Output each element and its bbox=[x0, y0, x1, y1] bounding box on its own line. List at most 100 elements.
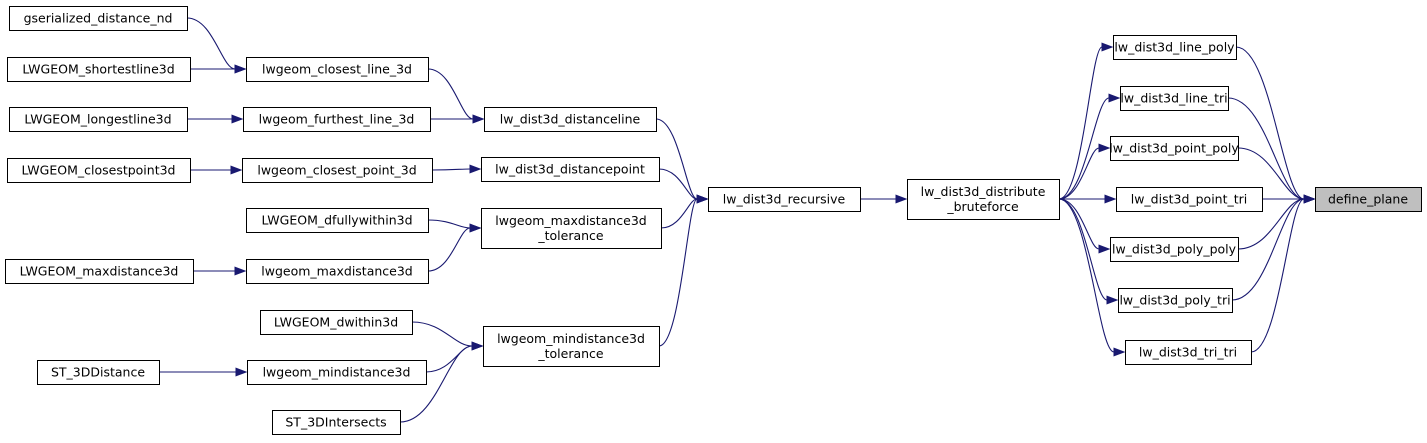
node-box bbox=[1120, 86, 1229, 111]
arrowhead-furthest_line_3d-to-distanceline bbox=[472, 114, 485, 124]
node-label: lwgeom_maxdistance3d bbox=[261, 264, 412, 279]
node-label: lw_dist3d_tri_tri bbox=[1139, 345, 1237, 360]
edge-lwgeom_mindistance3d-to-mindistance3d_tolerance bbox=[425, 345, 473, 373]
node-shortestline3d[interactable]: LWGEOM_shortestline3d bbox=[7, 57, 191, 82]
node-line_tri[interactable]: lw_dist3d_line_tri bbox=[1120, 86, 1229, 111]
node-label: LWGEOM_closestpoint3d bbox=[21, 163, 175, 178]
node-label: LWGEOM_shortestline3d bbox=[22, 62, 174, 77]
edge-dwithin3d-to-mindistance3d_tolerance bbox=[411, 321, 473, 347]
node-gserialized_distance_nd[interactable]: gserialized_distance_nd bbox=[9, 6, 188, 31]
node-label: _bruteforce bbox=[946, 199, 1019, 214]
node-dfullywithin3d[interactable]: LWGEOM_dfullywithin3d bbox=[246, 208, 429, 233]
node-st_3ddistance[interactable]: ST_3DDistance bbox=[37, 360, 160, 385]
edge-line_poly-to-define_plane bbox=[1235, 46, 1305, 200]
node-label: LWGEOM_dfullywithin3d bbox=[261, 213, 412, 228]
node-tri_tri[interactable]: lw_dist3d_tri_tri bbox=[1125, 340, 1252, 365]
node-box bbox=[246, 208, 429, 233]
node-box bbox=[7, 158, 191, 183]
node-label: lwgeom_closest_line_3d bbox=[262, 62, 412, 77]
node-box bbox=[7, 57, 191, 82]
node-box bbox=[481, 208, 662, 249]
node-box bbox=[484, 107, 657, 132]
node-label: lwgeom_furthest_line_3d bbox=[259, 112, 415, 127]
edges-layer bbox=[159, 17, 1316, 423]
node-box bbox=[1110, 136, 1239, 161]
node-dwithin3d[interactable]: LWGEOM_dwithin3d bbox=[260, 310, 413, 335]
node-label: _tolerance bbox=[537, 228, 604, 243]
edge-lwgeom_maxdistance3d-to-maxdistance3d_tolerance bbox=[427, 227, 471, 272]
node-lwgeom_maxdistance3d[interactable]: lwgeom_maxdistance3d bbox=[246, 259, 429, 284]
arrowhead-st_3ddistance-to-lwgeom_mindistance3d bbox=[235, 367, 248, 377]
node-label: LWGEOM_dwithin3d bbox=[274, 315, 398, 330]
node-distanceline[interactable]: lw_dist3d_distanceline bbox=[484, 107, 657, 132]
node-label: ST_3DIntersects bbox=[285, 415, 386, 430]
node-label: define_plane bbox=[1328, 192, 1408, 207]
node-label: lw_dist3d_recursive bbox=[723, 192, 846, 207]
node-label: lw_dist3d_distancepoint bbox=[495, 162, 645, 177]
node-recursive[interactable]: lw_dist3d_recursive bbox=[708, 187, 861, 212]
edge-poly_poly-to-define_plane bbox=[1237, 198, 1305, 250]
arrowhead-distribute_bruteforce-to-point_poly bbox=[1098, 143, 1111, 153]
node-box bbox=[1315, 187, 1422, 212]
node-closest_line_3d[interactable]: lwgeom_closest_line_3d bbox=[246, 57, 429, 82]
edge-gserialized_distance_nd-to-closest_line_3d bbox=[186, 17, 236, 70]
node-lwgeom_mindistance3d[interactable]: lwgeom_mindistance3d bbox=[247, 360, 427, 385]
edge-closest_line_3d-to-distanceline bbox=[427, 68, 474, 120]
node-box bbox=[481, 157, 660, 182]
node-box bbox=[243, 107, 431, 132]
edge-distribute_bruteforce-to-line_poly bbox=[1058, 46, 1103, 200]
node-distribute_bruteforce[interactable]: lw_dist3d_distribute_bruteforce bbox=[907, 179, 1060, 220]
node-box bbox=[1118, 288, 1233, 313]
arrowhead-longestline3d-to-furthest_line_3d bbox=[231, 114, 244, 124]
arrowhead-shortestline3d-to-closest_line_3d bbox=[234, 64, 247, 74]
node-point_poly[interactable]: lw_dist3d_point_poly bbox=[1109, 136, 1239, 161]
node-line_poly[interactable]: lw_dist3d_line_poly bbox=[1113, 35, 1237, 60]
edge-distancepoint-to-recursive bbox=[658, 168, 698, 200]
node-longestline3d[interactable]: LWGEOM_longestline3d bbox=[9, 107, 188, 132]
arrowhead-closest_point_3d-to-distancepoint bbox=[469, 164, 482, 174]
edge-st_3dintersects-to-mindistance3d_tolerance bbox=[399, 345, 473, 423]
node-maxdistance3d_tolerance[interactable]: lwgeom_maxdistance3d_tolerance bbox=[481, 208, 662, 249]
arrowhead-closestpoint3d-to-closest_point_3d bbox=[230, 165, 243, 175]
node-box bbox=[1125, 340, 1252, 365]
node-mindistance3d_tolerance[interactable]: lwgeom_mindistance3d_tolerance bbox=[483, 326, 660, 367]
node-poly_tri[interactable]: lw_dist3d_poly_tri bbox=[1118, 288, 1233, 313]
arrowhead-tri_tri-to-define_plane bbox=[1303, 194, 1316, 204]
node-label: lw_dist3d_distribute bbox=[921, 184, 1046, 199]
node-box bbox=[242, 158, 433, 183]
node-point_tri[interactable]: lw_dist3d_point_tri bbox=[1116, 187, 1263, 212]
edge-mindistance3d_tolerance-to-recursive bbox=[658, 198, 698, 347]
node-label: lwgeom_mindistance3d bbox=[497, 331, 645, 346]
node-closestpoint3d[interactable]: LWGEOM_closestpoint3d bbox=[7, 158, 191, 183]
node-LWGEOM_maxdistance3d[interactable]: LWGEOM_maxdistance3d bbox=[5, 259, 194, 284]
node-label: lw_dist3d_point_poly bbox=[1109, 141, 1239, 156]
node-label: lw_dist3d_line_tri bbox=[1120, 91, 1227, 106]
node-define_plane[interactable]: define_plane bbox=[1315, 187, 1422, 212]
edge-maxdistance3d_tolerance-to-recursive bbox=[660, 198, 698, 229]
node-box bbox=[246, 57, 429, 82]
node-furthest_line_3d[interactable]: lwgeom_furthest_line_3d bbox=[243, 107, 431, 132]
node-distancepoint[interactable]: lw_dist3d_distancepoint bbox=[481, 157, 660, 182]
arrowhead-distribute_bruteforce-to-poly_poly bbox=[1098, 244, 1111, 254]
edge-distribute_bruteforce-to-line_tri bbox=[1058, 97, 1110, 200]
node-label: lw_dist3d_point_tri bbox=[1131, 192, 1248, 207]
node-label: lw_dist3d_line_poly bbox=[1114, 40, 1235, 55]
node-closest_point_3d[interactable]: lwgeom_closest_point_3d bbox=[242, 158, 433, 183]
node-label: LWGEOM_longestline3d bbox=[24, 112, 171, 127]
arrowhead-distribute_bruteforce-to-tri_tri bbox=[1113, 347, 1126, 357]
node-box bbox=[37, 360, 160, 385]
node-box bbox=[907, 179, 1060, 220]
node-label: lwgeom_closest_point_3d bbox=[257, 163, 416, 178]
node-label: ST_3DDistance bbox=[51, 365, 145, 380]
node-box bbox=[272, 410, 401, 435]
node-st_3dintersects[interactable]: ST_3DIntersects bbox=[272, 410, 401, 435]
node-box bbox=[246, 259, 429, 284]
node-label: LWGEOM_maxdistance3d bbox=[20, 264, 179, 279]
node-label: lw_dist3d_poly_tri bbox=[1119, 293, 1230, 308]
arrowhead-recursive-to-distribute_bruteforce bbox=[895, 194, 908, 204]
node-poly_poly[interactable]: lw_dist3d_poly_poly bbox=[1110, 237, 1239, 262]
node-box bbox=[1116, 187, 1263, 212]
node-box bbox=[9, 6, 188, 31]
arrowhead-lwgeom_maxdistance3d-to-maxdistance3d_tolerance bbox=[469, 223, 482, 233]
